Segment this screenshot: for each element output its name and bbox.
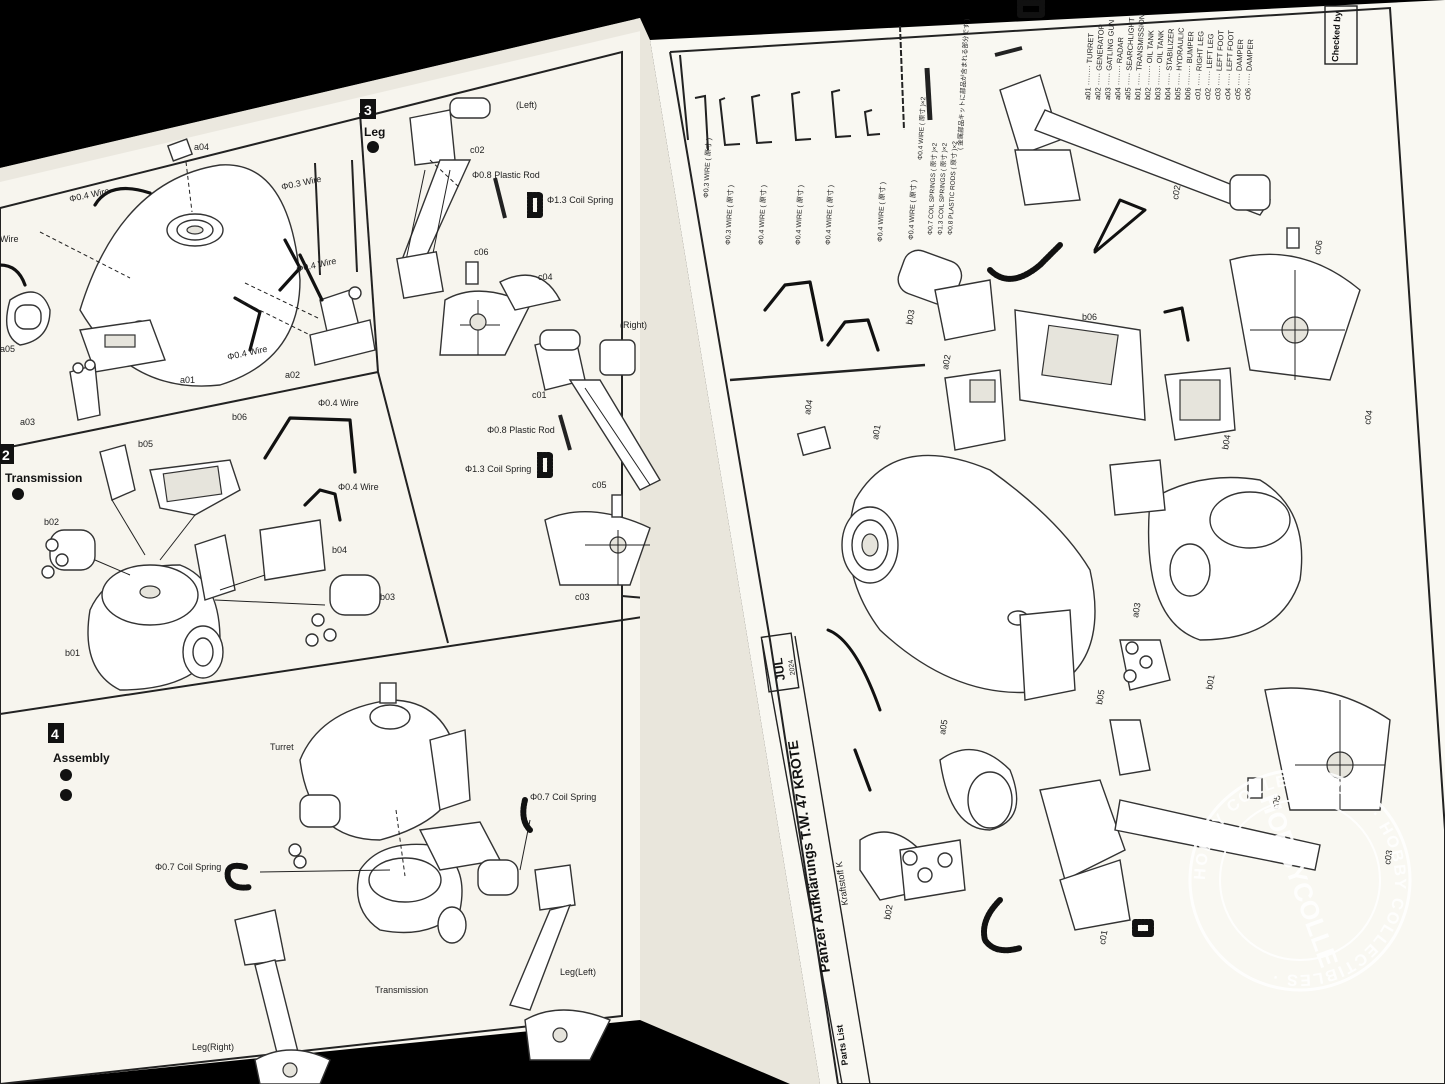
svg-text:a05: a05 bbox=[0, 344, 15, 354]
step-4-header: 4 Assembly bbox=[48, 723, 110, 801]
svg-text:b06: b06 bbox=[1082, 312, 1097, 322]
svg-text:b02: b02 bbox=[882, 904, 894, 921]
svg-text:c03: c03 bbox=[575, 592, 590, 602]
svg-text:c03 ····· LEFT FOOT: c03 ····· LEFT FOOT bbox=[1213, 29, 1226, 100]
svg-text:a01: a01 bbox=[180, 375, 195, 385]
svg-text:(Right): (Right) bbox=[620, 320, 647, 330]
svg-text:Leg(Right): Leg(Right) bbox=[192, 1042, 234, 1052]
svg-text:4: 4 bbox=[51, 726, 59, 742]
svg-text:a03: a03 bbox=[20, 417, 35, 427]
svg-text:b06 ········ BUMPER: b06 ········ BUMPER bbox=[1183, 30, 1196, 100]
svg-text:a03: a03 bbox=[1130, 602, 1142, 619]
svg-text:3: 3 bbox=[364, 102, 372, 118]
svg-text:Leg(Left): Leg(Left) bbox=[560, 967, 596, 977]
svg-text:c02: c02 bbox=[1170, 184, 1182, 200]
step-4-labels: Turret Φ0.7 Coil Spring Φ0.7 Coil Spring… bbox=[155, 742, 596, 1052]
svg-text:a01 ········ TURRET: a01 ········ TURRET bbox=[1083, 32, 1096, 100]
svg-text:c01 ····· RIGHT LEG: c01 ····· RIGHT LEG bbox=[1193, 31, 1206, 101]
step-2-header: 2 Transmission bbox=[0, 444, 82, 500]
svg-text:c06 ····· DAMPER: c06 ····· DAMPER bbox=[1243, 38, 1255, 100]
right-page-part-labels: c02 c06 b03 b06 a02 a04 a01 c04 b04 a03 … bbox=[802, 184, 1394, 945]
svg-text:Φ1.3 Coil Spring: Φ1.3 Coil Spring bbox=[465, 464, 531, 474]
svg-text:Wire: Wire bbox=[0, 234, 19, 244]
svg-text:Φ1.3 Coil Spring: Φ1.3 Coil Spring bbox=[547, 195, 613, 205]
step-2-labels: b06 Φ0.4 Wire b05 Φ0.4 Wire b04 b02 b03 … bbox=[44, 398, 395, 658]
svg-text:b04: b04 bbox=[1220, 434, 1232, 451]
svg-text:Assembly: Assembly bbox=[53, 751, 110, 765]
left-instruction-frames bbox=[0, 50, 723, 1084]
svg-text:c03: c03 bbox=[1382, 849, 1394, 865]
svg-text:c04: c04 bbox=[538, 272, 553, 282]
svg-text:a03 ····· GATLING GUN: a03 ····· GATLING GUN bbox=[1103, 19, 1116, 100]
svg-text:c04 ····· LEFT FOOT: c04 ····· LEFT FOOT bbox=[1223, 29, 1236, 100]
svg-text:b03 ········ OIL TANK: b03 ········ OIL TANK bbox=[1153, 30, 1166, 100]
svg-text:Transmission: Transmission bbox=[5, 471, 82, 485]
step-3-leg-diagram bbox=[396, 97, 661, 586]
svg-text:Turret: Turret bbox=[270, 742, 294, 752]
step-2-transmission-diagram bbox=[41, 416, 381, 691]
svg-text:Checked by: Checked by bbox=[1330, 11, 1343, 62]
svg-text:c02: c02 bbox=[470, 145, 485, 155]
svg-text:a05 ····· SEARCHLIGHT: a05 ····· SEARCHLIGHT bbox=[1123, 17, 1136, 100]
svg-text:Leg: Leg bbox=[364, 125, 385, 139]
svg-text:a02: a02 bbox=[285, 370, 300, 380]
svg-text:Φ0.8 Plastic Rod: Φ0.8 Plastic Rod bbox=[472, 170, 540, 180]
svg-text:a04: a04 bbox=[802, 399, 814, 416]
svg-text:c05: c05 bbox=[1270, 794, 1282, 810]
svg-text:c01: c01 bbox=[1097, 929, 1109, 945]
svg-text:c02 ······ LEFT LEG: c02 ······ LEFT LEG bbox=[1203, 33, 1215, 100]
svg-text:Φ0.8 Plastic Rod: Φ0.8 Plastic Rod bbox=[487, 425, 555, 435]
svg-text:Φ0.7 Coil Spring: Φ0.7 Coil Spring bbox=[155, 862, 221, 872]
svg-text:b06: b06 bbox=[232, 412, 247, 422]
svg-text:b05: b05 bbox=[138, 439, 153, 449]
svg-text:Φ0.7 Coil Spring: Φ0.7 Coil Spring bbox=[530, 792, 596, 802]
svg-text:b03: b03 bbox=[904, 309, 916, 326]
svg-text:a04 ········ RADAR: a04 ········ RADAR bbox=[1113, 36, 1125, 100]
svg-text:c05: c05 bbox=[592, 480, 607, 490]
svg-text:a02: a02 bbox=[940, 354, 952, 371]
svg-text:b05: b05 bbox=[1094, 689, 1106, 706]
svg-text:2024: 2024 bbox=[788, 659, 797, 676]
svg-text:b05 ····· HYDRAULIC: b05 ····· HYDRAULIC bbox=[1173, 27, 1186, 100]
svg-text:Φ0.4 Wire: Φ0.4 Wire bbox=[318, 398, 359, 408]
svg-text:c04: c04 bbox=[1362, 409, 1374, 425]
svg-text:b02 ········ OIL TANK: b02 ········ OIL TANK bbox=[1143, 30, 1156, 100]
svg-text:c01: c01 bbox=[532, 390, 547, 400]
svg-text:b04: b04 bbox=[332, 545, 347, 555]
svg-text:b03: b03 bbox=[380, 592, 395, 602]
svg-text:b01: b01 bbox=[65, 648, 80, 658]
svg-text:a02 ····· GENERATOR: a02 ····· GENERATOR bbox=[1093, 23, 1106, 100]
checked-by-box: Checked by bbox=[1324, 5, 1358, 65]
svg-text:b04 ····· STABILIZER: b04 ····· STABILIZER bbox=[1163, 28, 1176, 100]
svg-text:a05: a05 bbox=[937, 719, 949, 736]
svg-text:2: 2 bbox=[2, 447, 10, 463]
svg-text:a04: a04 bbox=[194, 142, 209, 152]
svg-text:c05 ····· DAMPER: c05 ····· DAMPER bbox=[1233, 38, 1245, 100]
right-page-parts bbox=[796, 74, 1391, 931]
svg-text:b02: b02 bbox=[44, 517, 59, 527]
svg-text:JUL: JUL bbox=[771, 657, 788, 681]
svg-text:c06: c06 bbox=[474, 247, 489, 257]
svg-text:c06: c06 bbox=[1312, 239, 1324, 255]
svg-text:a01: a01 bbox=[870, 424, 882, 441]
step-3-header: 3 Leg bbox=[360, 99, 385, 153]
svg-text:b01: b01 bbox=[1204, 674, 1216, 691]
step-3-labels: (Left) (Right) c02 Φ0.8 Plastic Rod Φ1.3… bbox=[465, 100, 647, 602]
wire-samples bbox=[763, 0, 1190, 954]
parts-index: a01 ········ TURRET a02 ····· GENERATOR … bbox=[1083, 14, 1255, 100]
step-4-assembly-diagram bbox=[224, 682, 611, 1084]
step-1-turret-diagram bbox=[0, 138, 376, 421]
svg-text:Transmission: Transmission bbox=[375, 985, 428, 995]
svg-text:(Left): (Left) bbox=[516, 100, 537, 110]
svg-text:Φ0.4 Wire: Φ0.4 Wire bbox=[338, 482, 379, 492]
material-ruler-strip bbox=[679, 25, 933, 151]
